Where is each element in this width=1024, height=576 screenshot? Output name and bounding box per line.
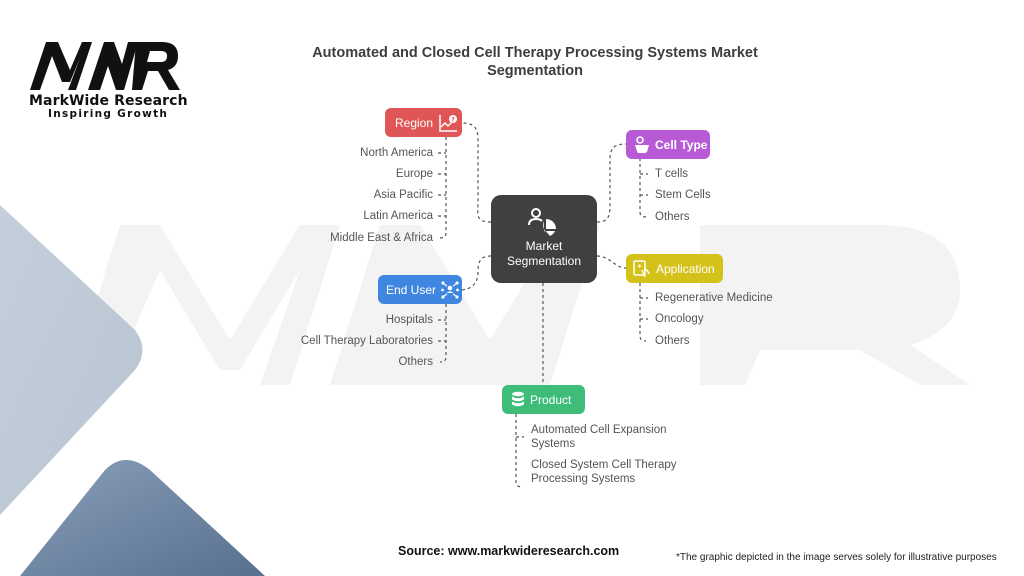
decor-shape-light <box>0 205 143 515</box>
product-item-line: Systems <box>531 438 576 450</box>
tablet-touch-icon <box>633 259 650 277</box>
cell-type-item: T cells <box>655 168 689 180</box>
application-item: Others <box>655 335 690 347</box>
network-users-icon <box>441 280 459 299</box>
segmentation-pie-person-icon <box>528 208 556 236</box>
segment-node-application[interactable]: Application <box>626 254 723 283</box>
region-item: Asia Pacific <box>373 189 433 201</box>
connector-lines <box>438 122 648 488</box>
end-user-item: Others <box>398 356 433 368</box>
segment-node-end-user[interactable]: End User <box>378 275 462 304</box>
product-item: Closed System Cell Therapy Processing Sy… <box>531 458 677 486</box>
center-node-market-segmentation: Market Segmentation <box>491 195 597 283</box>
application-item: Regenerative Medicine <box>655 292 773 304</box>
segment-label-application: Application <box>656 261 715 276</box>
watermark-logo <box>70 225 970 385</box>
brand-tagline: Inspiring Growth <box>48 108 169 120</box>
center-label-line2: Segmentation <box>506 254 582 268</box>
segment-label-end-user: End User <box>386 282 437 297</box>
disclaimer-note: *The graphic depicted in the image serve… <box>676 552 997 563</box>
database-icon <box>512 391 524 406</box>
brand-name: MarkWide Research <box>29 93 188 109</box>
center-label-line1: Market <box>525 239 563 253</box>
segment-label-product: Product <box>530 392 572 407</box>
diagram-title: Automated and Closed Cell Therapy Proces… <box>312 45 758 79</box>
chart-question-icon: ? <box>439 114 458 132</box>
end-user-item: Hospitals <box>385 314 433 326</box>
segment-label-region: Region <box>395 115 434 130</box>
region-item: Middle East & Africa <box>330 232 433 244</box>
product-item-line: Closed System Cell Therapy <box>531 459 677 471</box>
segment-label-cell-type: Cell Type <box>655 137 708 152</box>
region-item: Latin America <box>363 210 433 222</box>
svg-text:?: ? <box>451 115 455 123</box>
person-cup-icon <box>635 135 649 153</box>
product-item-line: Processing Systems <box>531 473 636 485</box>
cell-type-item: Others <box>655 211 690 223</box>
brand-logo-icon <box>30 42 180 90</box>
segment-node-product[interactable]: Product <box>502 385 585 414</box>
application-item: Oncology <box>655 313 704 325</box>
end-user-item: Cell Therapy Laboratories <box>300 335 433 347</box>
product-item-line: Automated Cell Expansion <box>531 424 667 436</box>
segment-node-cell-type[interactable]: Cell Type <box>626 130 710 159</box>
decor-shape-dark <box>20 460 265 576</box>
region-item: North America <box>360 147 433 159</box>
cell-type-item: Stem Cells <box>655 189 711 201</box>
watermark-text: Market Z0 <box>475 282 521 293</box>
segment-node-region[interactable]: Region ? <box>385 108 462 137</box>
product-item: Automated Cell Expansion Systems <box>531 423 667 451</box>
source-text: Source: www.markwideresearch.com <box>398 544 620 558</box>
region-item: Europe <box>395 168 433 180</box>
